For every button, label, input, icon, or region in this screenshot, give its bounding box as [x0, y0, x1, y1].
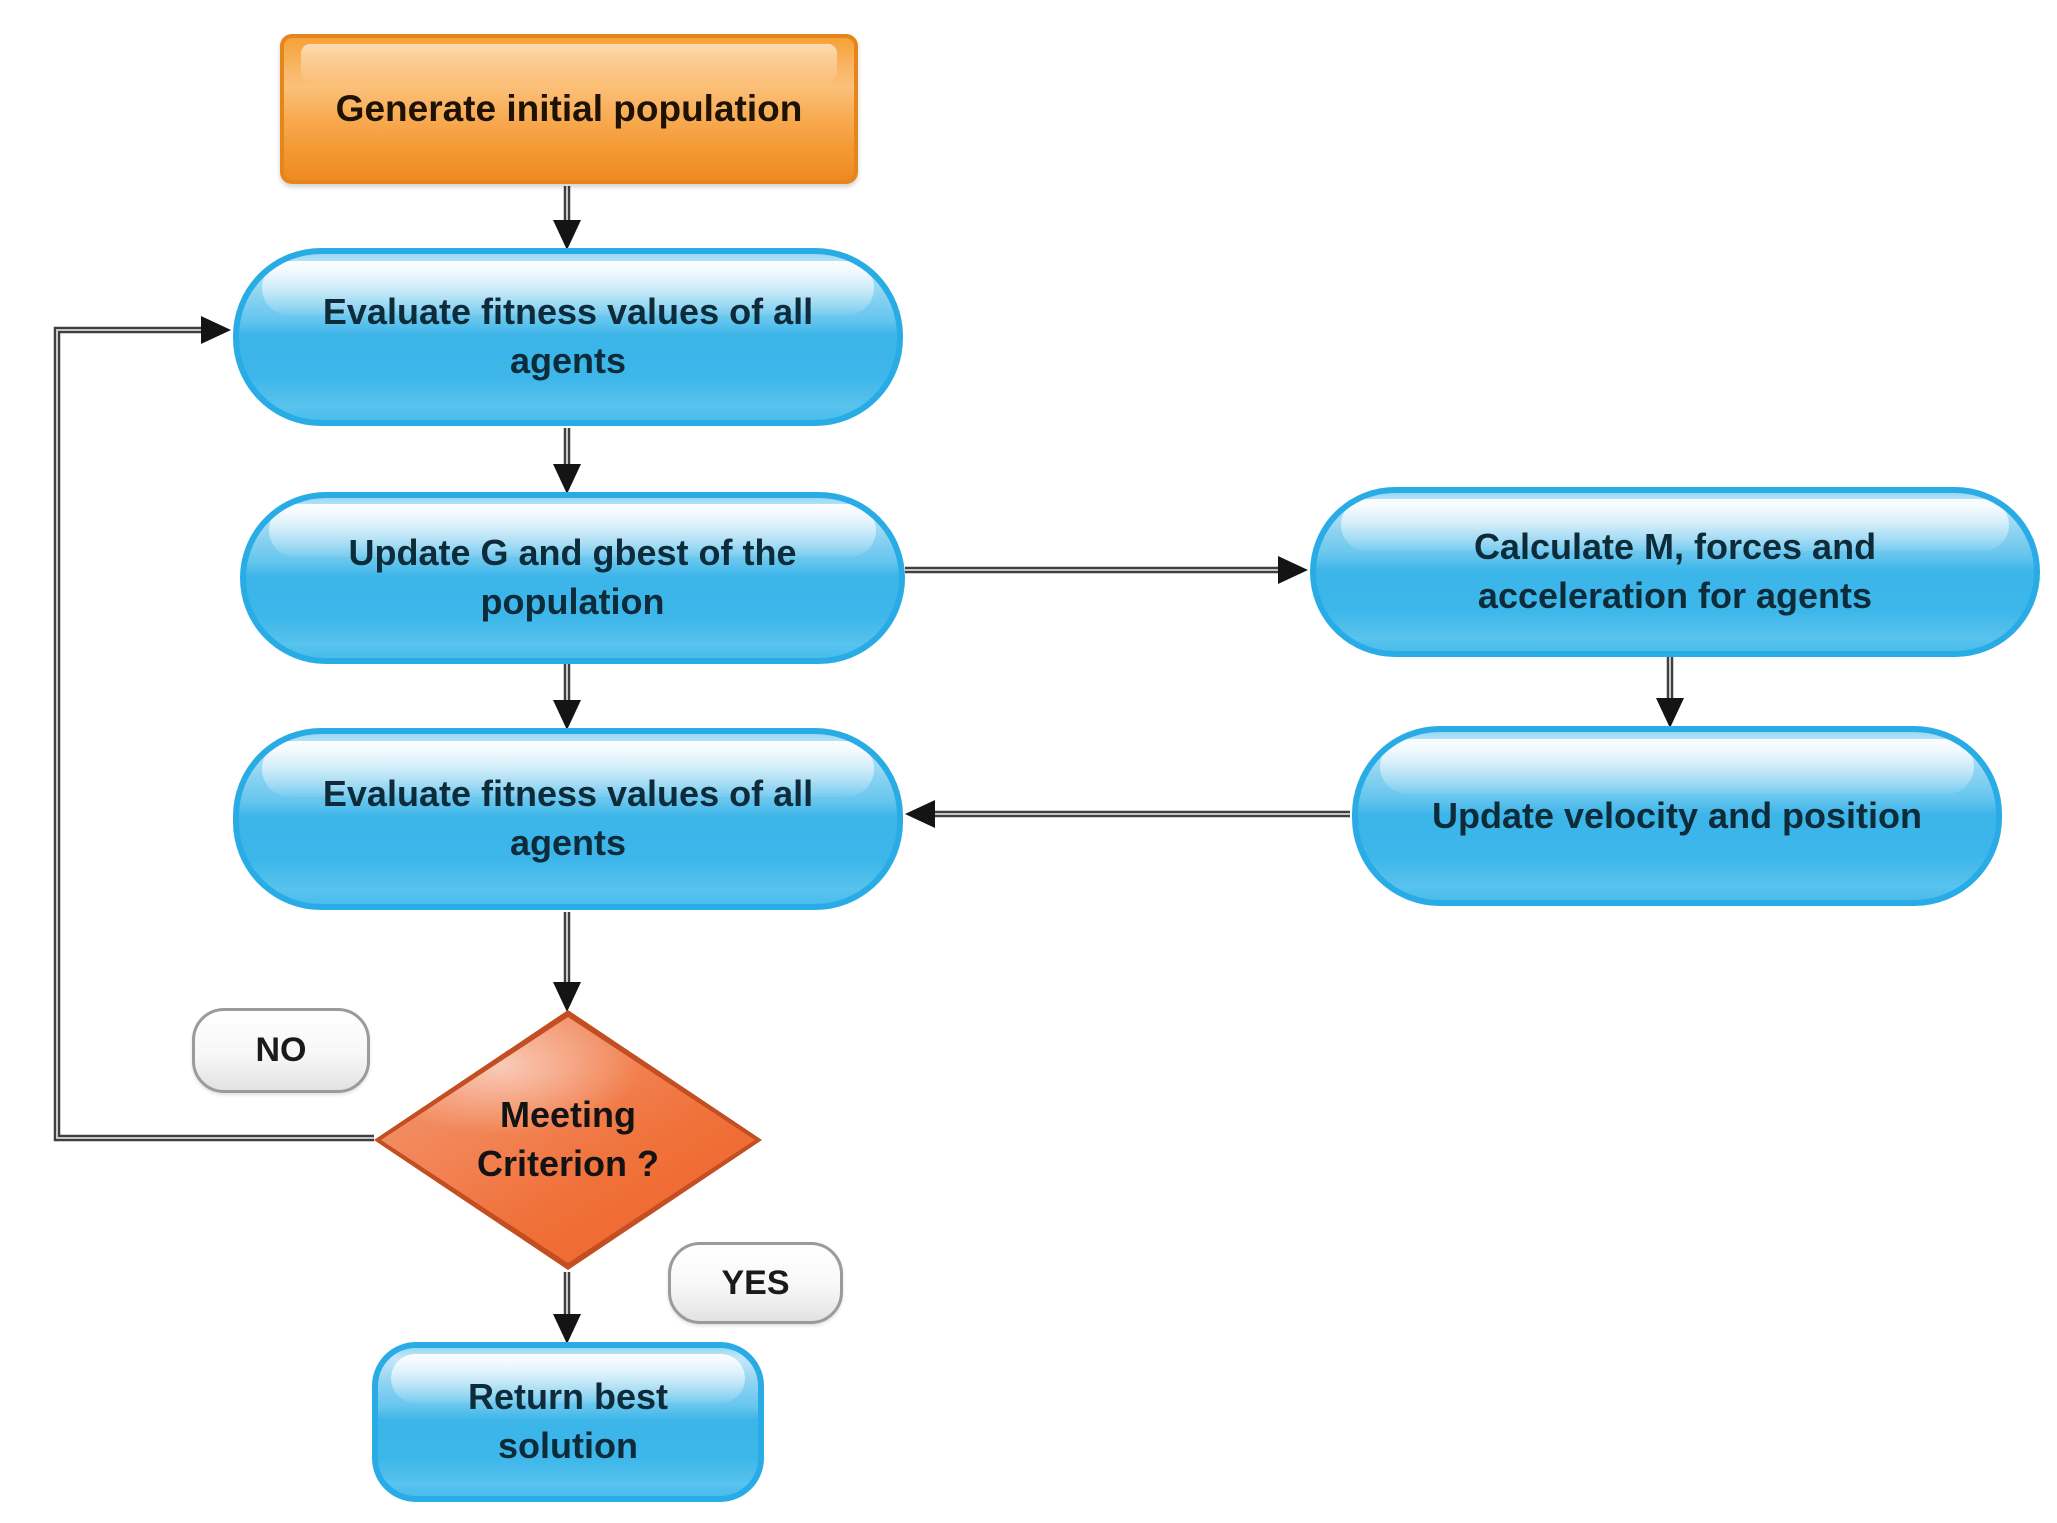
node-return-best-solution: Return best solution	[372, 1342, 764, 1502]
arrowhead	[1278, 556, 1308, 584]
arrowhead	[553, 1314, 581, 1344]
node-label: Generate initial population	[335, 88, 803, 130]
decision-label: Meeting Criterion ?	[374, 1010, 762, 1270]
edge-decision-yes-to-return-best	[553, 1272, 581, 1344]
node-evaluate-fitness-top: Evaluate fitness values of all agents	[233, 248, 903, 426]
edge-update-velocity-to-evaluate-mid	[905, 800, 1350, 828]
node-label: Update velocity and position	[1431, 794, 1923, 836]
node-label-line: agents	[509, 340, 627, 381]
edge-evaluate-top-to-update-g	[553, 428, 581, 494]
node-evaluate-fitness-mid: Evaluate fitness values of all agents	[233, 728, 903, 910]
arrowhead	[201, 316, 231, 344]
node-label-line: Criterion ?	[476, 1143, 659, 1184]
edge-label-no: NO	[192, 1008, 370, 1093]
node-label-line: solution	[498, 1425, 638, 1466]
edge-label-text: NO	[255, 1031, 307, 1069]
edge-calculate-m-to-update-velocity	[1656, 657, 1684, 728]
edge-start-to-evaluate-top	[553, 186, 581, 250]
node-label-line: Evaluate fitness values of all	[322, 291, 814, 333]
node-label-line: Calculate M, forces and	[1473, 526, 1877, 568]
arrowhead	[1656, 698, 1684, 728]
node-label-line: Evaluate fitness values of all	[322, 773, 814, 815]
node-update-g-gbest: Update G and gbest of the population	[240, 492, 905, 664]
edge-decision-no-loop-to-evaluate-top	[53, 316, 374, 1142]
edge-label-yes: YES	[668, 1242, 843, 1324]
node-label-line: Update G and gbest of the	[348, 532, 797, 574]
node-label-line: population	[480, 581, 665, 622]
node-decision-meeting-criterion: Meeting Criterion ?	[374, 1010, 762, 1270]
edge-update-g-to-calculate-m	[905, 556, 1308, 584]
node-label-line: Meeting	[499, 1094, 636, 1136]
edge-update-g-to-evaluate-mid	[553, 664, 581, 730]
arrowhead	[553, 464, 581, 494]
node-label-line: acceleration for agents	[1477, 575, 1873, 616]
node-label-line: agents	[509, 822, 627, 863]
node-label-line: Return best	[467, 1376, 669, 1418]
edge-label-text: YES	[721, 1263, 790, 1302]
arrowhead	[553, 700, 581, 730]
edge-evaluate-mid-to-decision	[553, 912, 581, 1012]
arrowhead	[553, 982, 581, 1012]
node-generate-initial-population: Generate initial population	[280, 34, 858, 184]
arrowhead	[553, 220, 581, 250]
node-calculate-m-forces: Calculate M, forces and acceleration for…	[1310, 487, 2040, 657]
arrowhead	[905, 800, 935, 828]
node-update-velocity-position: Update velocity and position	[1352, 726, 2002, 906]
